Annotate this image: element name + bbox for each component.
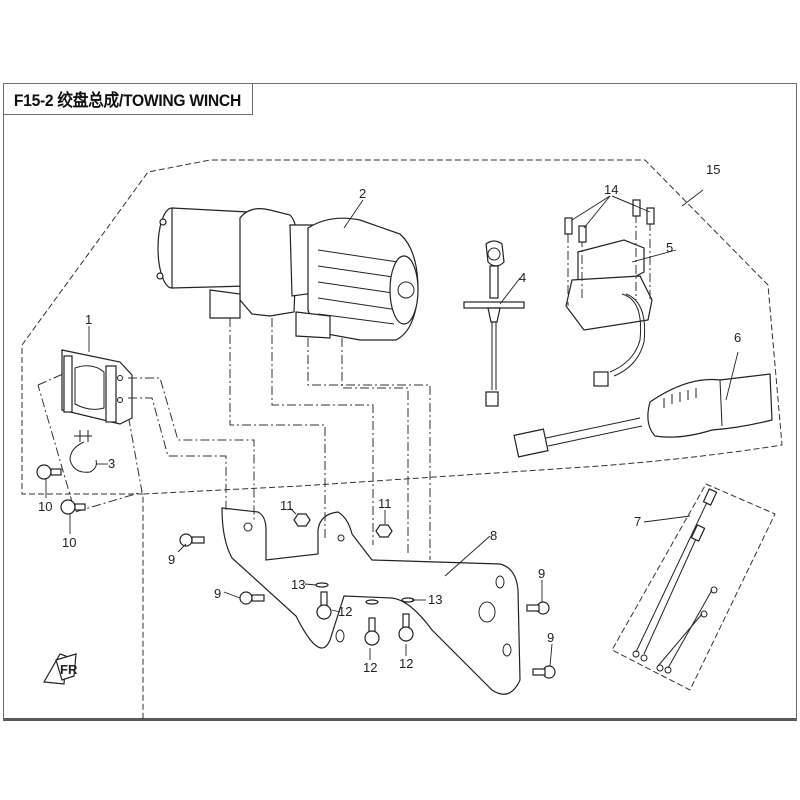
hand-control-plug[interactable] [463,240,525,407]
callout-12-c: 12 [399,656,413,671]
callout-11-right: 11 [378,496,392,511]
tow-hook[interactable] [69,430,108,473]
title-block: F15-2 绞盘总成/TOWING WINCH [3,83,253,115]
bolt-10-lower [60,499,86,515]
leader-lines [45,189,739,667]
callout-6: 6 [734,330,741,345]
drawing-frame [3,83,797,721]
page-title: F15-2 绞盘总成/TOWING WINCH [13,91,242,110]
callout-1: 1 [85,312,92,327]
winch-contactor[interactable] [565,214,653,387]
callout-4: 4 [519,270,526,285]
roller-fairlead[interactable] [61,349,133,425]
callout-11-left: 11 [280,498,294,513]
callout-9-right-upper: 9 [538,566,545,581]
callout-10-lower: 10 [62,535,76,550]
callout-2: 2 [359,186,366,201]
front-indicator-label: FR [60,662,78,677]
fasteners[interactable] [36,464,556,679]
bolt-9-left-upper [179,533,205,547]
callout-9-left-lower: 9 [214,586,221,601]
callout-12-b: 12 [363,660,377,675]
mounting-bracket[interactable] [221,507,521,695]
front-direction-arrow-icon: FR [43,653,78,685]
cable-kit-boundary [611,483,776,691]
callout-14: 14 [604,182,618,197]
callout-9-left-upper: 9 [168,552,175,567]
assembly-guide-lines [128,318,431,560]
bolt-12-a [316,591,332,620]
callout-5: 5 [666,240,673,255]
bolt-9-right-lower [532,665,556,679]
callout-7: 7 [634,514,641,529]
remote-control-handle[interactable] [513,373,773,458]
bolt-12-c [398,613,414,642]
assembly-boundary-15 [21,159,783,720]
nut-11-left [293,513,311,527]
washer-13-b [365,599,379,605]
bolt-9-right-upper [526,601,550,615]
bolt-12-b [364,617,380,646]
winch-assembly[interactable] [156,207,419,341]
callout-12-a: 12 [338,604,352,619]
callout-15: 15 [706,162,720,177]
bolt-9-left-lower [239,591,265,605]
callout-13-b: 13 [428,592,442,607]
contactor-bolts[interactable] [564,195,655,243]
bolt-10-upper [36,464,62,480]
callout-10-upper: 10 [38,499,52,514]
callout-3: 3 [108,456,115,471]
callout-9-right-lower: 9 [547,630,554,645]
callout-13-a: 13 [291,577,305,592]
callout-8: 8 [490,528,497,543]
nut-11-right [375,524,393,538]
washer-13-a [315,582,329,588]
cable-kit[interactable] [611,483,776,691]
